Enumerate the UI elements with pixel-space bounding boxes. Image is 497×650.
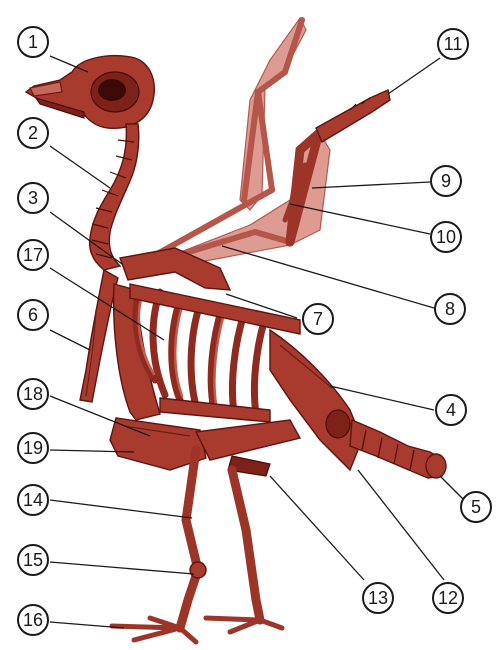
svg-text:17: 17 [23,245,43,265]
skull [26,56,154,129]
callout-14: 14 [18,485,48,515]
callout-6: 6 [18,300,48,330]
pelvis [270,330,362,470]
svg-text:19: 19 [23,438,43,458]
svg-text:9: 9 [441,171,451,191]
callout-19: 19 [18,433,48,463]
callout-5: 5 [461,492,491,522]
svg-text:3: 3 [28,188,38,208]
callout-17: 17 [18,240,48,270]
svg-text:16: 16 [23,610,43,630]
svg-text:5: 5 [471,497,481,517]
callout-16: 16 [18,605,48,635]
svg-text:18: 18 [23,384,43,404]
callout-7: 7 [303,304,333,334]
callout-3: 3 [18,183,48,213]
svg-text:2: 2 [28,123,38,143]
tail-vertebrae [350,420,446,478]
callout-2: 2 [18,118,48,148]
svg-text:1: 1 [28,32,38,52]
svg-text:13: 13 [368,588,388,608]
callout-8: 8 [435,294,465,324]
svg-text:10: 10 [436,227,456,247]
leg-right [206,470,282,632]
skeleton-illustration [26,18,446,642]
callout-11: 11 [438,29,468,59]
callout-12: 12 [433,583,463,613]
svg-text:6: 6 [28,305,38,325]
callout-13: 13 [363,583,393,613]
leg-left [112,450,206,642]
callout-10: 10 [431,222,461,252]
callout-4: 4 [436,395,466,425]
callout-9: 9 [431,166,461,196]
callout-15: 15 [18,545,48,575]
callout-18: 18 [18,379,48,409]
femur [196,420,300,476]
svg-text:7: 7 [313,309,323,329]
svg-text:11: 11 [444,34,463,54]
svg-text:8: 8 [445,299,455,319]
svg-text:15: 15 [23,550,43,570]
svg-text:12: 12 [438,588,458,608]
svg-text:14: 14 [23,490,43,510]
callout-1: 1 [18,27,48,57]
svg-text:4: 4 [446,400,456,420]
neck-vertebrae [90,124,139,270]
